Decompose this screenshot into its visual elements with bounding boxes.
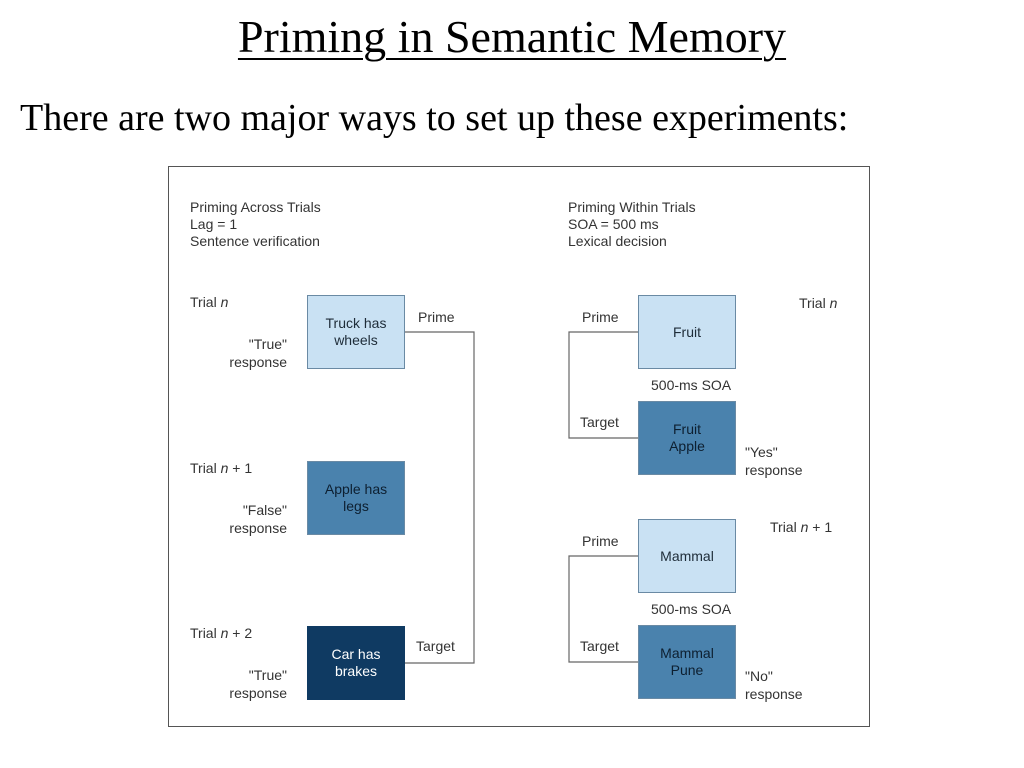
left-heading-line-2: Lag = 1 (190, 216, 238, 232)
left-stimulus-box: Car has brakes (307, 626, 405, 700)
soa-label: 500-ms SOA (651, 377, 732, 393)
left-response: "False" response (229, 502, 287, 536)
left-prime-target-connector (405, 331, 475, 664)
soa-label: 500-ms SOA (651, 601, 732, 617)
slide-subtitle: There are two major ways to set up these… (20, 97, 849, 139)
left-prime-label: Prime (418, 309, 455, 325)
right-response: "Yes" response (745, 444, 803, 478)
left-trial-label: Trial n (190, 294, 229, 310)
priming-figure: Priming Across Trials Lag = 1 Sentence v… (168, 166, 870, 727)
left-stimulus-box: Apple has legs (307, 461, 405, 535)
right-prime-label: Prime (582, 533, 619, 549)
left-trial-label: Trial n + 1 (190, 460, 253, 476)
right-heading-line-1: Priming Within Trials (568, 199, 696, 215)
left-stimulus-box: Truck has wheels (307, 295, 405, 369)
left-target-label: Target (416, 638, 455, 654)
connector-lines (405, 331, 638, 664)
left-heading-line-3: Sentence verification (190, 233, 320, 249)
right-heading-line-2: SOA = 500 ms (568, 216, 659, 232)
left-heading-line-1: Priming Across Trials (190, 199, 321, 215)
right-prime-box: Fruit (638, 295, 736, 369)
slide-title: Priming in Semantic Memory (237, 11, 787, 62)
left-trial-label: Trial n + 2 (190, 625, 253, 641)
right-trial-label: Trial n + 1 (770, 519, 833, 535)
right-heading-line-3: Lexical decision (568, 233, 667, 249)
left-response: "True" response (229, 336, 287, 370)
right-prime-box: Mammal (638, 519, 736, 593)
right-target-label: Target (580, 414, 619, 430)
right-target-label: Target (580, 638, 619, 654)
right-target-box: Fruit Apple (638, 401, 736, 475)
right-response: "No" response (745, 668, 803, 702)
right-trial1-connector (568, 331, 638, 439)
left-response: "True" response (229, 667, 287, 701)
right-trial2-connector (568, 555, 638, 663)
right-trial-label: Trial n (799, 295, 838, 311)
right-prime-label: Prime (582, 309, 619, 325)
right-target-box: Mammal Pune (638, 625, 736, 699)
